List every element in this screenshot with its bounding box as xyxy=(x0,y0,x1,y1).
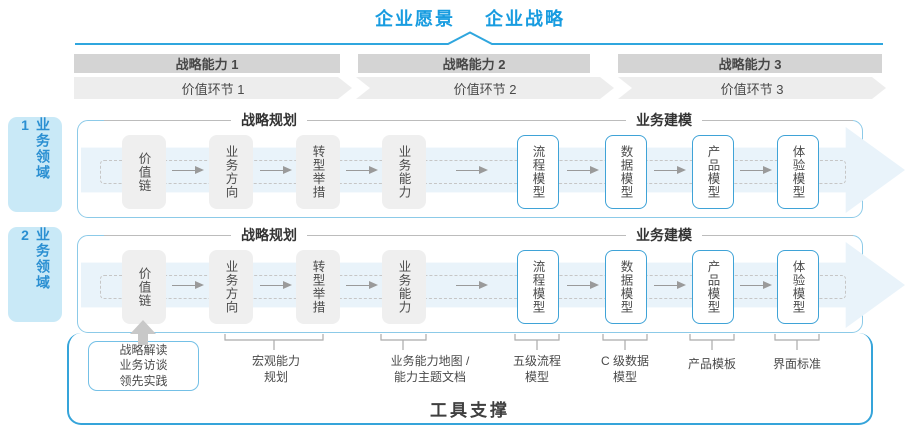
value-link-3: 价值环节 3 xyxy=(618,77,886,99)
arrow-icon xyxy=(456,280,488,289)
value-link-2: 价值环节 2 xyxy=(356,77,614,99)
capability-bar-3-label: 战略能力 3 xyxy=(718,57,782,72)
arrow-icon xyxy=(740,165,772,174)
section-divider-line xyxy=(104,235,853,236)
node-business-direction-label: 业务方向 xyxy=(223,145,238,199)
node-experience-model: 体验模型 xyxy=(777,135,819,209)
annotation-product-template: 产品模板 xyxy=(687,357,737,371)
dashed-track xyxy=(100,160,846,184)
arrow-icon xyxy=(567,165,599,174)
node-business-capability: 业务能力 xyxy=(382,250,426,324)
node-transformation-label: 转型举措 xyxy=(310,145,325,199)
node-data-model-label: 数据模型 xyxy=(618,145,633,199)
arrow-icon xyxy=(654,165,686,174)
node-process-model: 流程模型 xyxy=(517,250,559,324)
node-experience-model: 体验模型 xyxy=(777,250,819,324)
annotation-process-model: 五级流程 模型 xyxy=(513,353,561,385)
node-business-capability: 业务能力 xyxy=(382,135,426,209)
annotation-line: 业务能力地图 / xyxy=(390,354,470,368)
practice-line-3: 领先实践 xyxy=(119,373,168,388)
annotation-line: 五级流程 xyxy=(512,354,562,368)
capability-bar-1-label: 战略能力 1 xyxy=(175,57,239,72)
arrow-icon xyxy=(456,165,488,174)
node-business-direction: 业务方向 xyxy=(209,250,253,324)
node-experience-model-label: 体验模型 xyxy=(790,145,805,199)
node-process-model: 流程模型 xyxy=(517,135,559,209)
vision-title: 企业愿景 xyxy=(375,9,455,29)
practice-line-2: 业务访谈 xyxy=(119,358,168,373)
section-title-modeling: 业务建模 xyxy=(626,110,702,130)
arrow-icon xyxy=(654,280,686,289)
capability-bar-2-label: 战略能力 2 xyxy=(442,57,506,72)
node-data-model: 数据模型 xyxy=(605,135,647,209)
practice-line-1: 战略解读 xyxy=(119,342,168,357)
tool-support-container xyxy=(67,333,873,425)
value-link-2-label: 价值环节 2 xyxy=(453,81,517,97)
arrow-icon xyxy=(172,165,204,174)
value-link-1: 价值环节 1 xyxy=(74,77,352,99)
strategy-title: 企业战略 xyxy=(485,9,565,29)
vision-caret-line xyxy=(75,31,883,45)
node-data-model-label: 数据模型 xyxy=(618,260,633,314)
annotation-ui-standard: 界面标准 xyxy=(772,357,822,371)
node-transformation: 转型举措 xyxy=(296,135,340,209)
dashed-track xyxy=(100,275,846,299)
node-value-chain-label: 价值链 xyxy=(136,266,151,308)
annotation-line: C 级数据 xyxy=(600,354,650,368)
section-title-planning: 战略规划 xyxy=(231,110,307,130)
node-transformation-label: 转型举措 xyxy=(310,260,325,314)
node-product-model-label: 产品模型 xyxy=(705,260,720,314)
node-experience-model-label: 体验模型 xyxy=(790,260,805,314)
arrow-icon xyxy=(346,165,378,174)
node-business-capability-label: 业务能力 xyxy=(396,260,411,314)
node-product-model: 产品模型 xyxy=(692,250,734,324)
annotation-line: 宏观能力 xyxy=(251,354,301,368)
node-business-direction: 业务方向 xyxy=(209,135,253,209)
arrow-icon xyxy=(260,165,292,174)
node-process-model-label: 流程模型 xyxy=(530,260,545,314)
node-business-direction-label: 业务方向 xyxy=(223,260,238,314)
arrow-icon xyxy=(260,280,292,289)
arrow-icon xyxy=(172,280,204,289)
node-business-capability-label: 业务能力 xyxy=(396,145,411,199)
practice-annotation-box: 战略解读 业务访谈 领先实践 xyxy=(88,341,199,391)
arrow-icon xyxy=(346,280,378,289)
domain-row-2: 战略规划 业务建模 价值链 业务方向 转型举措 业务能力 流程模型 数据模型 产… xyxy=(77,225,905,333)
node-process-model-label: 流程模型 xyxy=(530,145,545,199)
node-product-model: 产品模型 xyxy=(692,135,734,209)
node-transformation: 转型举措 xyxy=(296,250,340,324)
section-divider-line xyxy=(104,120,853,121)
domain-label-1: 业务领域 1 xyxy=(8,117,62,212)
domain-label-1-text: 业务领域 1 xyxy=(17,117,51,181)
arrow-icon xyxy=(567,280,599,289)
capability-bar-2: 战略能力 2 xyxy=(358,54,590,73)
capability-bar-1: 战略能力 1 xyxy=(74,54,340,73)
value-link-1-label: 价值环节 1 xyxy=(181,81,245,97)
section-title-modeling: 业务建模 xyxy=(626,225,702,245)
node-data-model: 数据模型 xyxy=(605,250,647,324)
annotation-data-model: C 级数据 模型 xyxy=(601,353,649,385)
page-title: 企业愿景 企业战略 xyxy=(375,5,565,31)
capability-bar-3: 战略能力 3 xyxy=(618,54,882,73)
domain-label-2: 业务领域 2 xyxy=(8,227,62,322)
annotation-line: 能力主题文档 xyxy=(393,370,467,385)
annotation-line: 模型 xyxy=(612,370,638,385)
domain-label-2-text: 业务领域 2 xyxy=(17,227,51,291)
annotation-line: 模型 xyxy=(524,370,550,385)
section-title-planning: 战略规划 xyxy=(231,225,307,245)
annotation-capability-map: 业务能力地图 / 能力主题文档 xyxy=(391,353,470,385)
domain-row-1: 战略规划 业务建模 价值链 业务方向 转型举措 业务能力 流程模型 数据模型 产… xyxy=(77,110,905,218)
node-product-model-label: 产品模型 xyxy=(705,145,720,199)
arrow-icon xyxy=(740,280,772,289)
annotation-macro-capability: 宏观能力 规划 xyxy=(252,353,300,385)
tool-support-label: 工具支撑 xyxy=(430,401,510,420)
value-link-3-label: 价值环节 3 xyxy=(720,81,784,97)
node-value-chain: 价值链 xyxy=(122,250,166,324)
node-value-chain-label: 价值链 xyxy=(136,151,151,193)
node-value-chain: 价值链 xyxy=(122,135,166,209)
annotation-line: 规划 xyxy=(263,370,289,385)
